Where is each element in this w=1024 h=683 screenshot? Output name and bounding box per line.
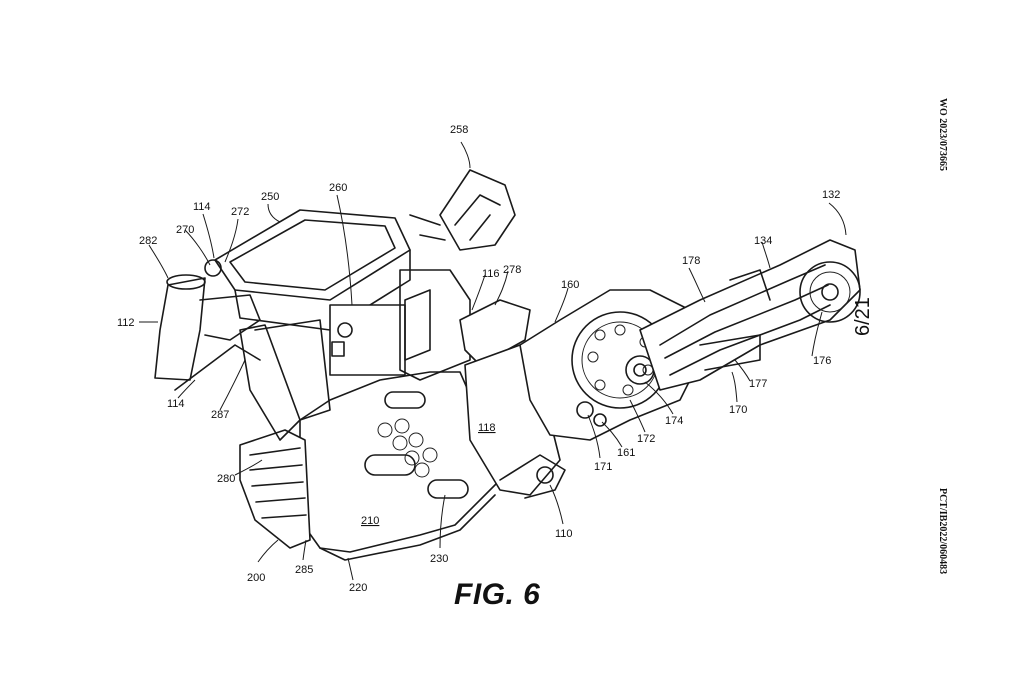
ref-210: 210	[361, 515, 379, 527]
figure-label: FIG. 6	[454, 578, 541, 611]
ref-116: 116	[482, 268, 500, 280]
ref-270: 270	[176, 224, 194, 236]
ref-112: 112	[117, 317, 135, 329]
component-258	[439, 169, 516, 251]
ref-161: 161	[617, 447, 635, 459]
frame-bracket	[399, 269, 471, 381]
frame-tube-112	[154, 277, 206, 381]
ref-132: 132	[822, 189, 840, 201]
hub-center	[633, 363, 647, 377]
fastener-161	[593, 413, 607, 427]
controller-260	[329, 304, 406, 376]
ref-260: 260	[329, 182, 347, 194]
housing-opening	[364, 454, 416, 476]
ref-110: 110	[555, 528, 573, 540]
ref-178: 178	[682, 255, 700, 267]
fastener-270	[204, 259, 222, 277]
cables	[409, 214, 446, 241]
ref-177: 177	[749, 378, 767, 390]
controller-knob	[337, 322, 353, 338]
fastener-171	[576, 401, 594, 419]
battery-box-lid	[229, 219, 396, 291]
ref-258: 258	[450, 124, 468, 136]
ref-287: 287	[211, 409, 229, 421]
ref-176: 176	[813, 355, 831, 367]
rear-pulley-132	[799, 261, 861, 323]
belt-centerline	[664, 284, 829, 359]
ref-230: 230	[430, 553, 448, 565]
rear-hub	[821, 283, 839, 301]
plate-ribs	[249, 447, 307, 519]
ref-118: 118	[478, 422, 496, 434]
reference-numerals: 258 132 260 250 114 272 270 282 112 114 …	[117, 124, 840, 594]
arm-278	[459, 299, 531, 366]
ref-220: 220	[349, 582, 367, 594]
ref-282: 282	[139, 235, 157, 247]
bracket-287	[239, 324, 301, 441]
sheet-number: 6/21	[852, 297, 874, 336]
ref-278: 278	[503, 264, 521, 276]
housing-220-edge	[319, 494, 496, 561]
ref-250: 250	[261, 191, 279, 203]
publication-number: WO 2023/073665	[937, 98, 948, 172]
mount-holes-230	[377, 418, 438, 478]
ref-114-top: 114	[193, 201, 211, 213]
application-number: PCT/IB2022/060483	[937, 488, 948, 575]
rear-pulley-rim	[809, 271, 851, 313]
housing-opening	[384, 391, 426, 409]
component-258-detail	[454, 194, 501, 241]
ref-160: 160	[561, 279, 579, 291]
ref-280: 280	[217, 473, 235, 485]
ref-285: 285	[295, 564, 313, 576]
frame-bracket-114	[174, 294, 261, 391]
mount-110-bolt	[536, 466, 554, 484]
housing-opening	[427, 479, 469, 499]
ref-171: 171	[594, 461, 612, 473]
ref-134: 134	[754, 235, 772, 247]
ref-174: 174	[665, 415, 683, 427]
ref-172: 172	[637, 433, 655, 445]
mount-110	[499, 454, 566, 499]
ref-114-bottom: 114	[167, 398, 185, 410]
tensioner-177	[699, 334, 761, 371]
ref-272: 272	[231, 206, 249, 218]
ref-200: 200	[247, 572, 265, 584]
controller-connector	[331, 341, 345, 357]
leader-lines	[139, 141, 847, 581]
frame-rail	[254, 319, 331, 421]
ref-170: 170	[729, 404, 747, 416]
terminal-block	[404, 289, 431, 361]
tube-end	[166, 274, 206, 290]
battery-box-250	[214, 209, 411, 301]
arm-rib-178	[729, 269, 771, 301]
